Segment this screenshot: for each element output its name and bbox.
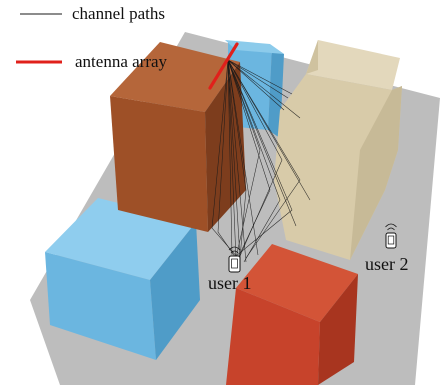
user-1-phone-icon bbox=[228, 246, 241, 273]
tan-building bbox=[274, 40, 402, 260]
legend-antenna-array-label: antenna array bbox=[75, 52, 168, 71]
antenna-array bbox=[208, 42, 239, 90]
user-2-label: user 2 bbox=[365, 254, 409, 274]
channel-paths bbox=[211, 59, 311, 263]
red-building bbox=[226, 244, 358, 385]
user-2-phone-icon bbox=[385, 223, 397, 249]
legend: channel paths antenna array bbox=[16, 4, 168, 71]
user-1-label: user 1 bbox=[208, 273, 252, 293]
legend-channel-paths-label: channel paths bbox=[72, 4, 165, 23]
